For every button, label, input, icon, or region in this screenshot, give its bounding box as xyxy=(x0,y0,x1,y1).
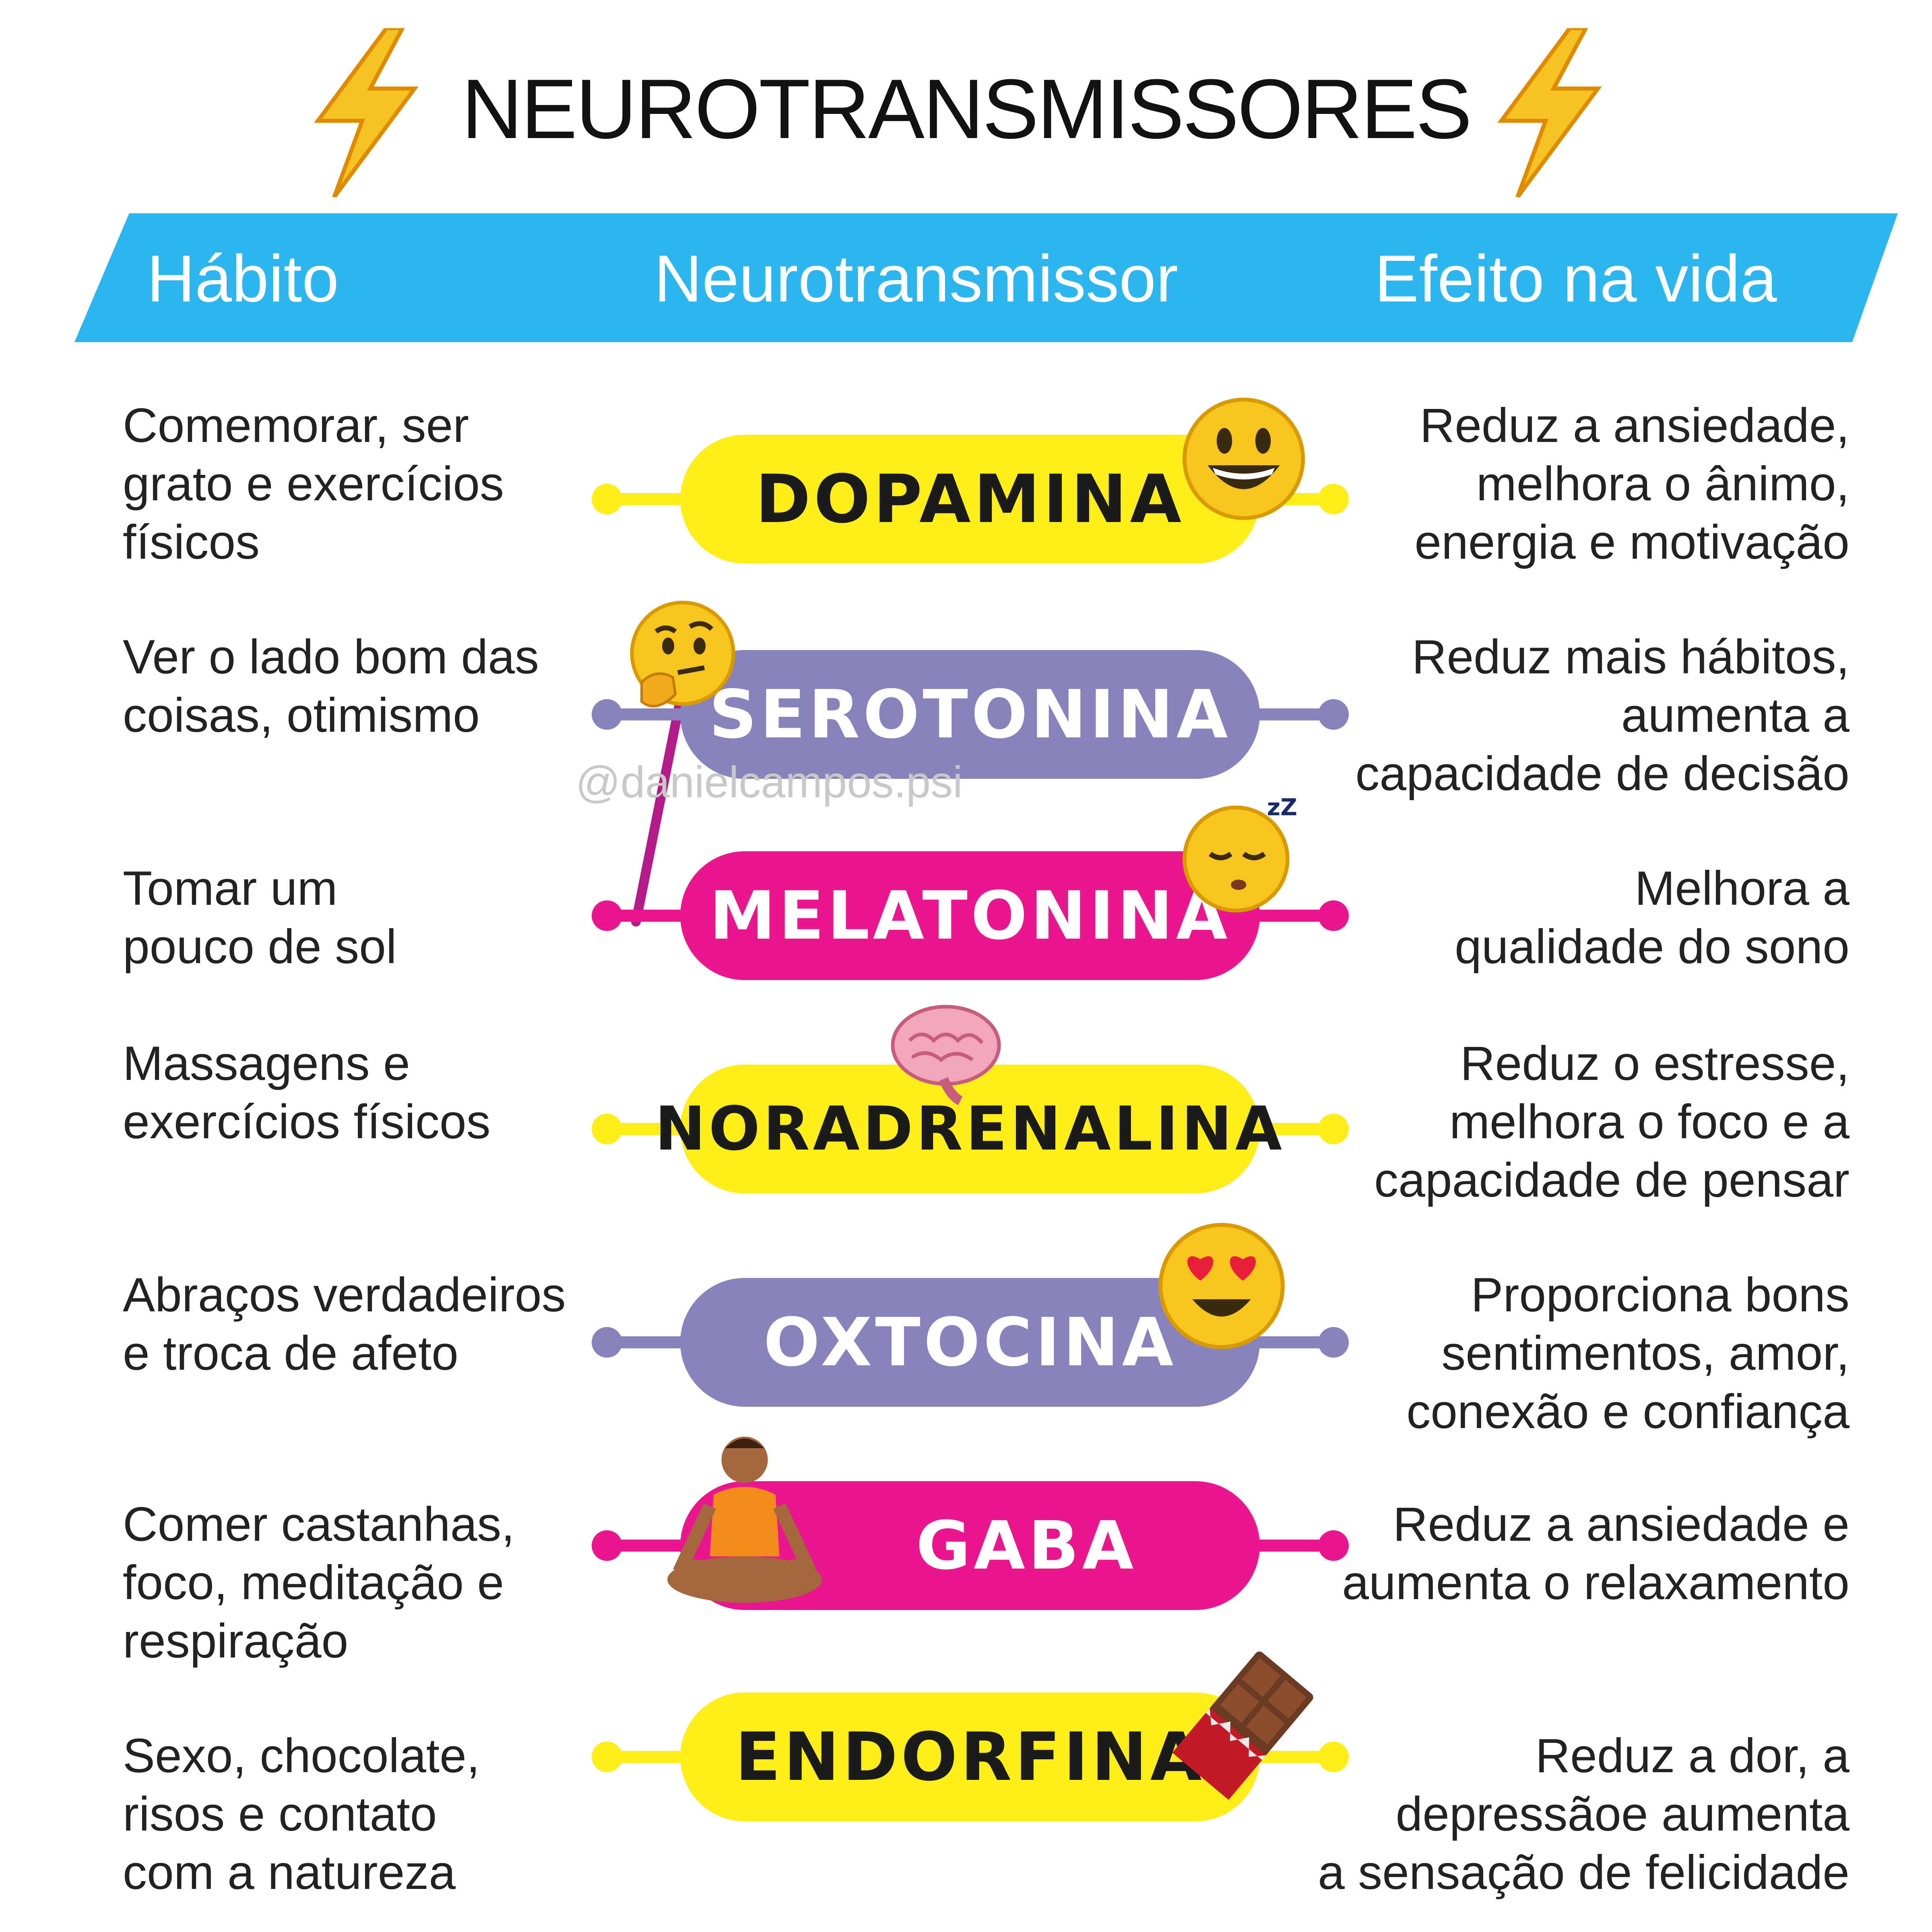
connector-dot xyxy=(1318,1530,1349,1561)
lightning-icon xyxy=(314,28,419,197)
connector-dot xyxy=(592,900,622,931)
effect-line: sentimentos, amor, xyxy=(1441,1326,1849,1380)
effect-line: Reduz a ansiedade, xyxy=(1420,398,1849,452)
neurotransmitter-name: SEROTONINA xyxy=(709,676,1231,753)
lightning-icon xyxy=(1497,28,1602,197)
column-header-effect: Efeito na vida xyxy=(1375,242,1777,316)
effect-line: aumenta o relaxamento xyxy=(1342,1556,1849,1610)
neurotransmitter-pill-dopamina: DOPAMINA xyxy=(680,435,1260,564)
habit-line: físicos xyxy=(123,515,260,569)
habit-line: exercícios físicos xyxy=(123,1095,491,1149)
watermark: @danielcampos.psi xyxy=(576,758,963,807)
connector-dot xyxy=(1318,484,1349,514)
neurotransmitter-pill-noradrenalina: NORADRENALINA xyxy=(655,1065,1282,1193)
connector-dot xyxy=(592,1327,622,1358)
neurotransmitter-name: MELATONINA xyxy=(709,877,1231,954)
effect-line: Melhora a xyxy=(1635,861,1849,915)
habit-line: Massagens e xyxy=(123,1036,410,1090)
habit-line: Comer castanhas, xyxy=(123,1497,515,1551)
effect-line: capacidade de decisão xyxy=(1355,747,1849,801)
sleeping-face-icon: zZ xyxy=(1179,787,1308,916)
habit-line: Abraços verdadeiros xyxy=(123,1268,566,1322)
connector-dot xyxy=(1318,1742,1349,1772)
habit-line: grato e exercícios xyxy=(123,457,504,511)
page-title: NEUROTRANSMISSORES xyxy=(461,62,1472,156)
connector-dot xyxy=(592,484,622,514)
effect-text: Reduz a ansiedade,melhora o ânimo,energi… xyxy=(1414,396,1849,572)
habit-line: respiração xyxy=(123,1614,349,1668)
effect-line: depressãoe aumenta xyxy=(1395,1787,1849,1841)
neurotransmitter-name: NORADRENALINA xyxy=(655,1094,1285,1164)
connector-dot xyxy=(592,699,622,730)
habit-line: coisas, otimismo xyxy=(123,688,480,742)
habit-line: pouco de sol xyxy=(123,920,397,974)
header-band xyxy=(74,213,1898,342)
habit-line: risos e contato xyxy=(123,1787,437,1841)
svg-text:zZ: zZ xyxy=(1267,794,1297,821)
effect-line: conexão e confiança xyxy=(1406,1385,1849,1439)
effect-line: Proporciona bons xyxy=(1471,1268,1849,1322)
neurotransmitter-pill-serotonina: SEROTONINA xyxy=(680,650,1260,779)
column-header-habit: Hábito xyxy=(147,242,339,316)
neurotransmitter-name: DOPAMINA xyxy=(755,460,1185,538)
neurotransmitter-pill-endorfina: ENDORFINA xyxy=(680,1693,1260,1821)
effect-line: a sensação de felicidade xyxy=(1318,1845,1849,1899)
meditating-person-icon xyxy=(648,1429,841,1622)
habit-line: com a natureza xyxy=(123,1845,456,1899)
neurotransmitter-name: GABA xyxy=(916,1507,1137,1584)
connector-dot xyxy=(592,1530,622,1561)
connector-dot xyxy=(592,1114,622,1144)
habit-line: Sexo, chocolate, xyxy=(123,1729,480,1783)
neurotransmitter-name: OXTOCINA xyxy=(763,1304,1177,1381)
effect-line: aumenta a xyxy=(1621,688,1849,742)
habit-line: foco, meditação e xyxy=(123,1556,504,1610)
neurotransmitter-name: ENDORFINA xyxy=(735,1718,1205,1796)
effect-line: Reduz mais hábitos, xyxy=(1412,630,1849,684)
chocolate-bar-icon xyxy=(1167,1648,1320,1801)
neurotransmitter-pill-melatonina: MELATONINA xyxy=(680,851,1260,980)
brain-icon xyxy=(886,992,1006,1113)
effect-line: melhora o foco e a xyxy=(1449,1095,1849,1149)
connector-dot xyxy=(1318,1327,1349,1358)
connector-line xyxy=(631,696,685,927)
effect-line: melhora o ânimo, xyxy=(1476,457,1849,511)
thinking-face-icon xyxy=(620,598,741,718)
effect-line: capacidade de pensar xyxy=(1374,1153,1849,1207)
connector-dot xyxy=(592,1742,622,1772)
connector-dot xyxy=(1318,900,1349,931)
column-header-neurotransmitter: Neurotransmissor xyxy=(654,242,1179,316)
effect-line: Reduz a ansiedade e xyxy=(1393,1497,1849,1551)
habit-line: Tomar um xyxy=(123,861,338,915)
habit-line: e troca de afeto xyxy=(123,1326,458,1380)
neurotransmitter-pill-oxtocina: OXTOCINA xyxy=(680,1278,1260,1407)
habit-line: Comemorar, ser xyxy=(123,398,469,452)
connector-dot xyxy=(1318,1114,1349,1144)
connector-dot xyxy=(1318,699,1349,730)
grinning-face-icon xyxy=(1179,394,1308,523)
effect-line: qualidade do sono xyxy=(1455,920,1849,974)
effect-line: Reduz a dor, a xyxy=(1535,1729,1849,1783)
habit-line: Ver o lado bom das xyxy=(123,630,539,684)
heart-eyes-face-icon xyxy=(1155,1220,1288,1352)
effect-line: Reduz o estresse, xyxy=(1460,1036,1849,1090)
effect-line: energia e motivação xyxy=(1414,515,1849,569)
